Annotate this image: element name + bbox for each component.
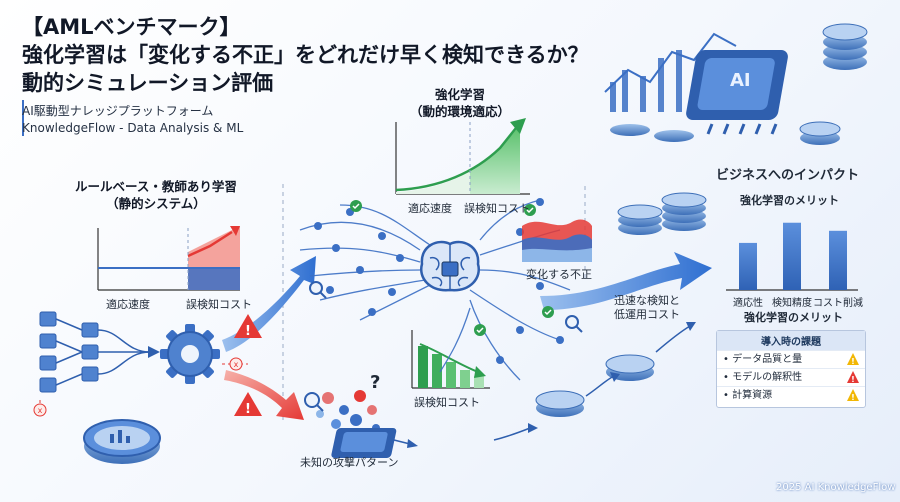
challenge-label: • モデルの解釈性 [723, 372, 803, 383]
subtitle-line-2: KnowledgeFlow - Data Analysis & ML [22, 121, 244, 135]
arrow-down-red [224, 370, 304, 420]
challenge-item: • モデルの解釈性 ! [717, 368, 865, 386]
footer-credit: 2025 AI KnowledgeFlow [776, 482, 896, 493]
warning-icon: ! [847, 389, 859, 401]
challenges-title: 導入時の課題 [717, 331, 865, 350]
fast-detection-label-2: 低運用コスト [614, 308, 680, 321]
subtitle-accent-bar [22, 100, 24, 136]
impact-title: ビジネスへのインパクト [716, 168, 860, 183]
impact-bar-0 [739, 242, 757, 290]
svg-text:!: ! [851, 375, 855, 383]
ai-chip-graphic [686, 50, 788, 135]
challenge-label: • データ品質と量 [723, 354, 803, 365]
warning-icon-left-bottom: ! [234, 392, 262, 417]
ai-chip-label: AI [730, 70, 751, 91]
rl-bottom-chart-label: 誤検知コスト [414, 396, 480, 409]
subtitle-line-1: AI駆動型ナレッジプラットフォーム [22, 104, 214, 118]
changing-fraud-graphic [522, 219, 592, 262]
warning-icon-left-top: ! [234, 314, 262, 339]
title-line-3: 動的シミュレーション評価 [22, 71, 274, 95]
rule-axis-label-adapt: 適応速度 [106, 298, 150, 311]
impact-merit-top: 強化学習のメリット [740, 194, 839, 207]
bottom-chip-graphic [331, 428, 397, 458]
rl-bottom-chart [411, 330, 490, 389]
impact-bar-1 [783, 222, 801, 290]
warning-icon: ! [847, 353, 859, 365]
red-blocked-paths: x x [33, 357, 248, 418]
rule-based-chart [97, 226, 240, 291]
svg-text:?: ? [370, 372, 380, 393]
impact-bar-2 [829, 230, 847, 290]
challenge-label: • 計算資源 [723, 390, 773, 401]
check-marks [350, 200, 554, 336]
svg-text:x: x [234, 360, 239, 369]
warning-icon: ! [847, 371, 859, 383]
coin-stack-top-right [799, 23, 868, 145]
gear-icon-graphic [160, 324, 220, 384]
challenge-item: • データ品質と量 ! [717, 350, 865, 368]
title-line-2: 強化学習は「変化する不正」をどれだけ早く検知できるか？ [22, 43, 589, 67]
impact-category-2: コスト削減 [813, 298, 863, 309]
coin-stack-middle [617, 192, 707, 235]
changing-fraud-label: 変化する不正 [526, 268, 592, 281]
input-data-tree [39, 311, 160, 393]
rule-axis-label-cost: 誤検知コスト [186, 298, 252, 311]
rl-axis-label-adapt: 適応速度 [408, 202, 452, 215]
rule-based-title: ルールベース・教師あり学習 [75, 179, 237, 194]
coin-row-top [610, 124, 694, 142]
arrow-to-impact [540, 252, 712, 310]
stock-trend-illustration [604, 32, 737, 112]
rl-axis-label-cost: 誤検知コスト [464, 202, 530, 215]
svg-text:x: x [38, 406, 43, 415]
challenge-item: • 計算資源 ! [717, 386, 865, 404]
bottom-left-coin [83, 419, 161, 464]
unknown-attack-label: 未知の攻撃パターン [300, 456, 399, 469]
brain-graphic [419, 240, 481, 292]
neural-network-graphic [299, 199, 571, 381]
impact-chart-bars [739, 222, 847, 290]
rl-top-chart [395, 118, 530, 195]
fast-detection-label-1: 迅速な検知と [614, 294, 680, 307]
svg-text:!: ! [851, 357, 855, 365]
magnifier-icons [309, 281, 583, 333]
rl-subtitle: （動的環境適応） [409, 104, 510, 119]
challenges-panel: 導入時の課題 • データ品質と量 ! • モデルの解釈性 ! • 計算資源 ! [716, 330, 866, 408]
title-line-1: 【AMLベンチマーク】 [22, 15, 241, 39]
svg-text:!: ! [245, 324, 251, 339]
impact-category-1: 検知精度 [772, 298, 812, 309]
svg-text:!: ! [245, 402, 251, 417]
impact-category-0: 適応性 [733, 298, 763, 309]
rl-title: 強化学習 [434, 87, 485, 102]
impact-merit-bottom: 強化学習のメリット [744, 311, 843, 324]
svg-text:!: ! [851, 393, 855, 401]
rule-based-subtitle: （静的システム） [106, 196, 206, 211]
coins-bottom-chain [535, 322, 696, 417]
